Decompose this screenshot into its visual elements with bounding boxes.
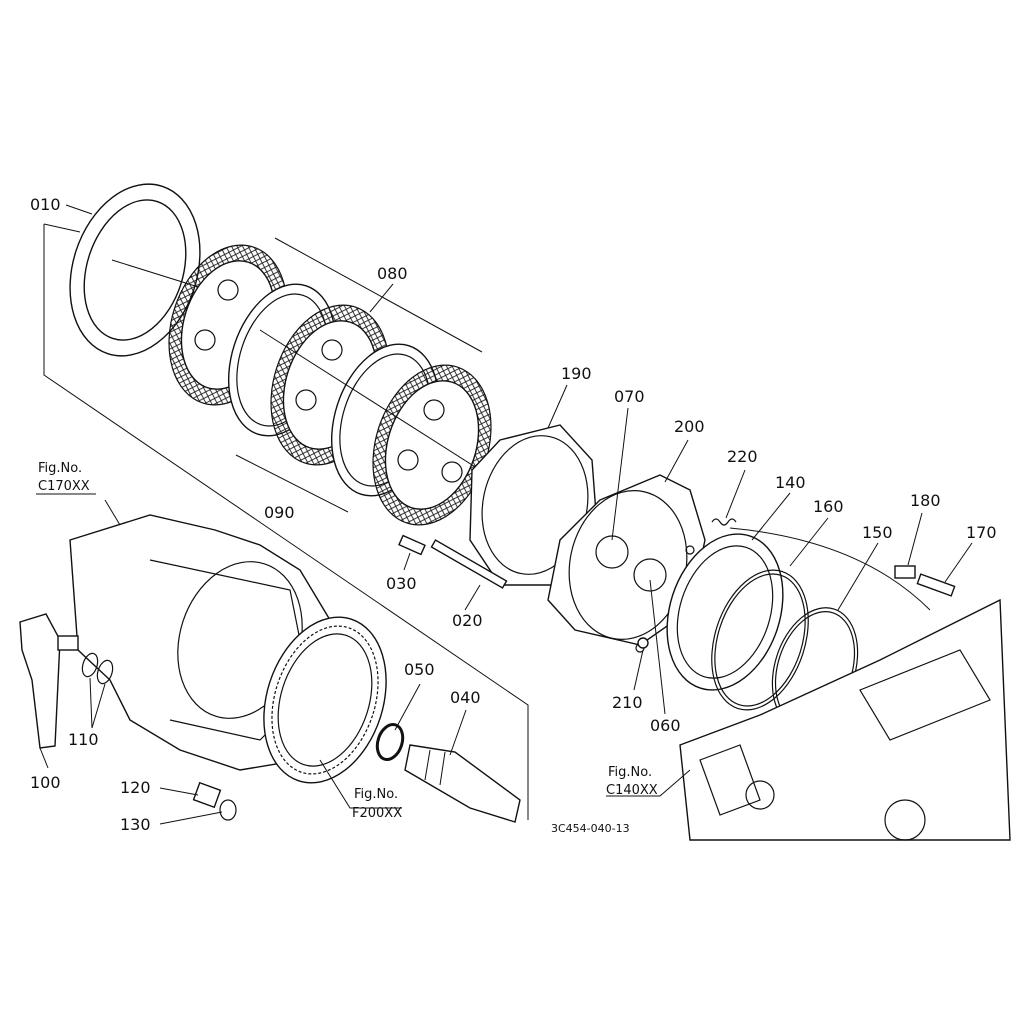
pin-020 xyxy=(430,539,508,589)
label-200: 200 xyxy=(674,417,705,436)
label-160: 160 xyxy=(813,497,844,516)
part-labels: 010 080 090 190 070 200 220 140 160 180 … xyxy=(30,195,997,834)
fig-ref-c170-line2: C170XX xyxy=(38,479,90,494)
fig-ref-c140-line1: Fig.No. xyxy=(608,765,652,780)
fig-ref-f200: Fig.No. F200XX xyxy=(352,787,402,821)
label-190: 190 xyxy=(561,364,592,383)
label-070: 070 xyxy=(614,387,645,406)
label-040: 040 xyxy=(450,688,481,707)
label-150: 150 xyxy=(862,523,893,542)
ball-210 xyxy=(637,637,649,649)
spring-220 xyxy=(711,518,737,526)
fig-ref-c170: Fig.No. C170XX xyxy=(36,461,96,495)
label-130: 130 xyxy=(120,815,151,834)
label-220: 220 xyxy=(727,447,758,466)
label-120: 120 xyxy=(120,778,151,797)
lever-100 xyxy=(19,613,79,749)
ring-gear xyxy=(263,616,387,784)
piston-140 xyxy=(666,533,784,691)
circlip-130 xyxy=(219,799,237,821)
label-050: 050 xyxy=(404,660,435,679)
label-010: 010 xyxy=(30,195,61,214)
fig-ref-f200-line2: F200XX xyxy=(352,806,402,821)
bushing-120 xyxy=(192,781,222,809)
label-180: 180 xyxy=(910,491,941,510)
fig-ref-c140-line2: C140XX xyxy=(606,783,658,798)
label-210: 210 xyxy=(612,693,643,712)
housing-200 xyxy=(547,474,706,653)
fitting-180 xyxy=(894,565,916,579)
label-030: 030 xyxy=(386,574,417,593)
label-140: 140 xyxy=(775,473,806,492)
fig-ref-c140: Fig.No. C140XX xyxy=(606,765,658,798)
label-110: 110 xyxy=(68,730,99,749)
oring-050 xyxy=(375,722,405,762)
label-170: 170 xyxy=(966,523,997,542)
label-100: 100 xyxy=(30,773,61,792)
label-090: 090 xyxy=(264,503,295,522)
orings-110 xyxy=(81,652,114,685)
valve-170 xyxy=(916,573,956,597)
plate-010 xyxy=(69,183,241,357)
shaft-040 xyxy=(404,744,521,823)
bracket-lines xyxy=(43,223,529,820)
transmission-case-right xyxy=(679,598,1011,841)
drawing-code: 3C454-040-13 xyxy=(551,822,630,835)
leader-lines xyxy=(39,204,973,825)
label-060: 060 xyxy=(650,716,681,735)
fig-ref-f200-line1: Fig.No. xyxy=(354,787,398,802)
label-020: 020 xyxy=(452,611,483,630)
label-080: 080 xyxy=(377,264,408,283)
pin-030 xyxy=(398,534,426,556)
hose-line xyxy=(729,527,931,611)
seal-160 xyxy=(711,569,809,711)
fig-ref-c170-line1: Fig.No. xyxy=(38,461,82,476)
